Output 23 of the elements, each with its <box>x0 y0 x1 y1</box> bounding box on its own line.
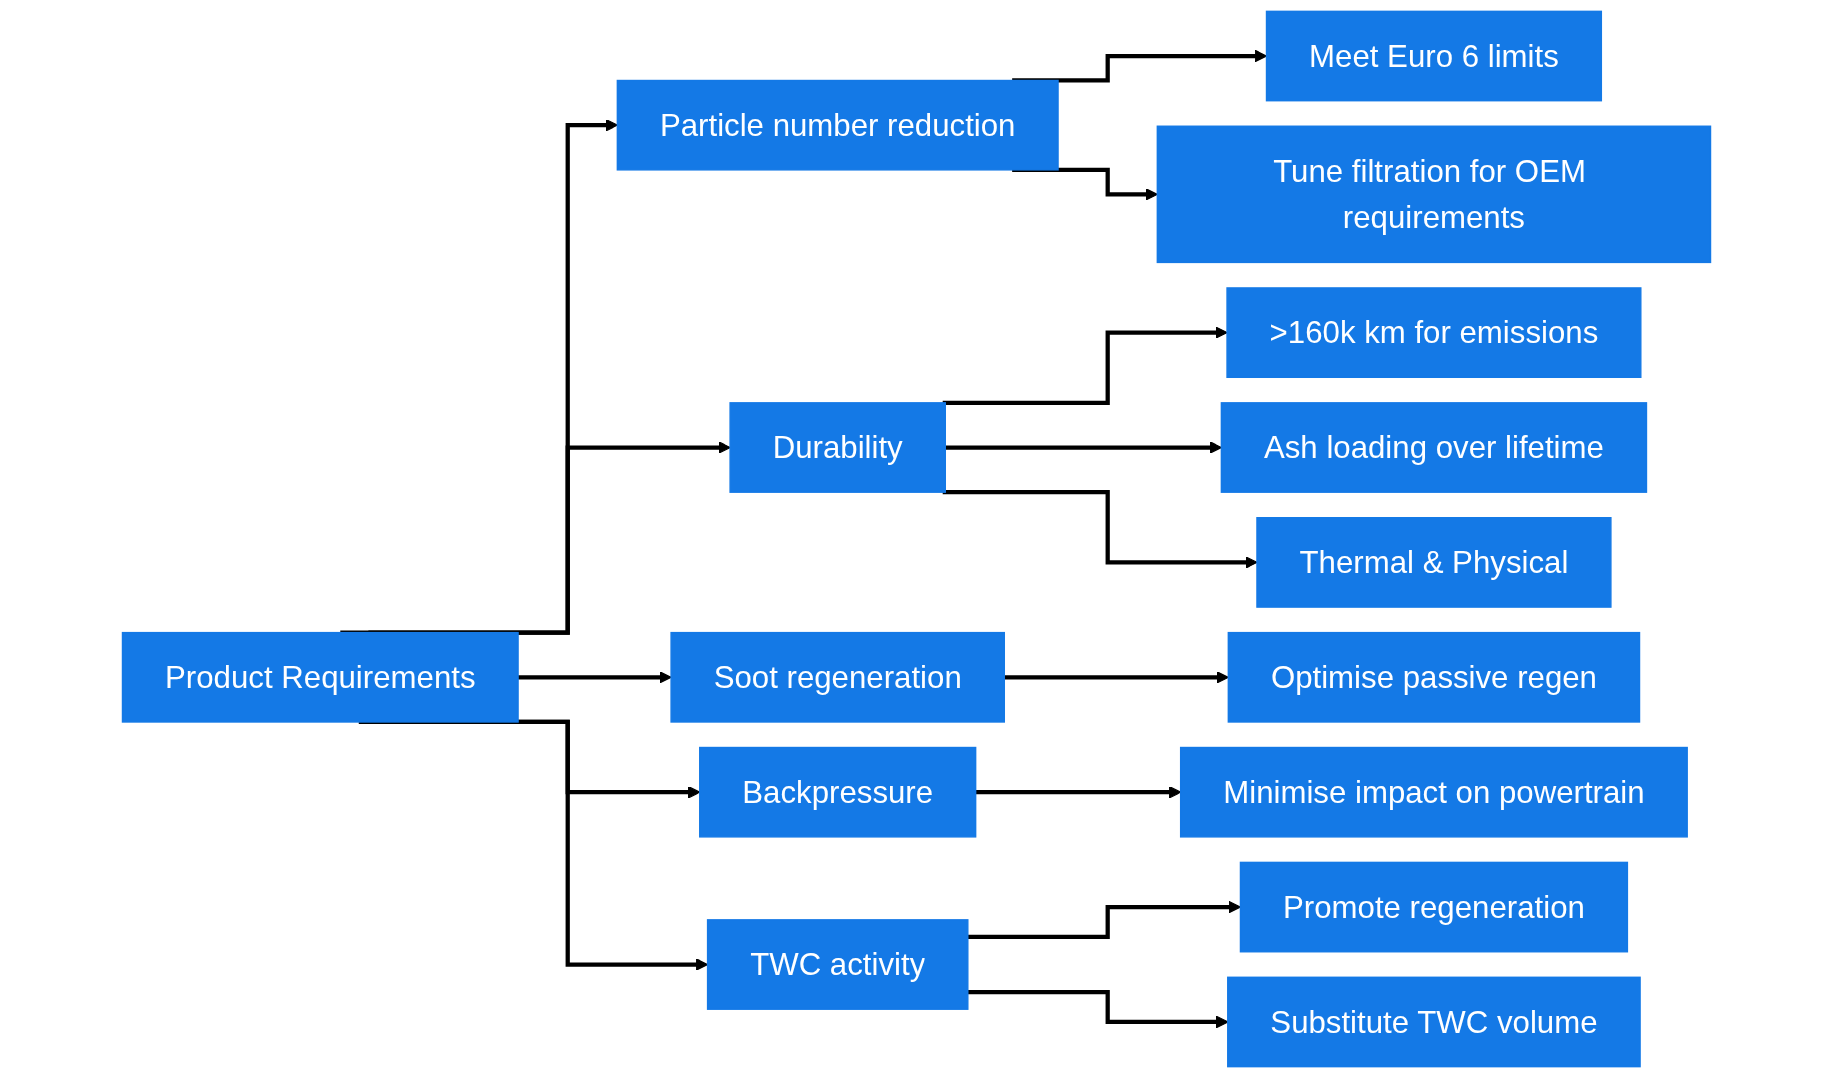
arrow <box>945 441 1222 454</box>
arrow <box>368 441 731 635</box>
node-box: Meet Euro 6 limits <box>1265 10 1603 102</box>
node-box: Backpressure <box>699 746 977 838</box>
node-box: TWC activity <box>706 919 969 1010</box>
node-box: Product Requirements <box>121 631 519 723</box>
arrow <box>1012 167 1158 201</box>
node-box: Minimise impact on powertrain <box>1179 746 1688 838</box>
node-box: Tune filtration for OEM requirements <box>1156 125 1712 264</box>
arrow <box>942 326 1228 405</box>
node-box: Promote regeneration <box>1239 861 1629 953</box>
arrow <box>1004 671 1229 684</box>
arrow <box>340 118 618 635</box>
node-box: Particle number reduction <box>616 79 1059 171</box>
node-box: Ash loading over lifetime <box>1220 402 1648 493</box>
node-box: Thermal & Physical <box>1256 517 1612 608</box>
node-box: Soot regeneration <box>670 631 1005 723</box>
node-box: >160k km for emissions <box>1226 287 1642 378</box>
node-box: Substitute TWC volume <box>1227 976 1641 1068</box>
node-box: Durability <box>729 402 946 493</box>
arrow <box>967 900 1241 939</box>
arrow <box>518 671 672 684</box>
node-box: Optimise passive regen <box>1227 631 1641 723</box>
